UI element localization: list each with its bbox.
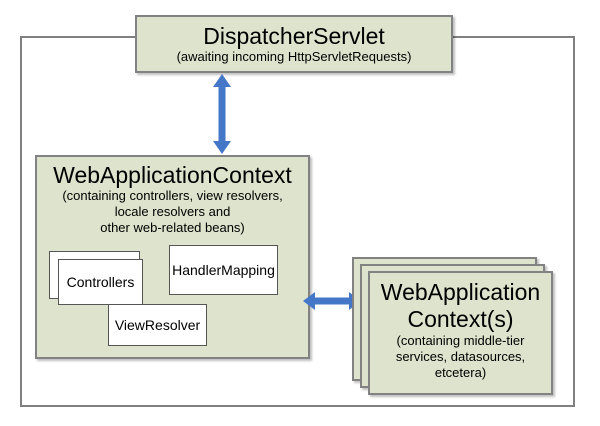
dispatcher-servlet-title: DispatcherServlet xyxy=(203,23,385,49)
dispatcher-servlet-subtitle: (awaiting incoming HttpServletRequests) xyxy=(176,49,412,64)
middle-tier-context-subtitle: (containing middle-tier services, dataso… xyxy=(396,333,525,381)
handler-mapping-box: HandlerMapping xyxy=(169,245,278,295)
subtitle-line: other web-related beans) xyxy=(100,220,245,235)
subtitle-line: (containing controllers, view resolvers, xyxy=(62,188,283,203)
controllers-box: Controllers xyxy=(58,259,143,305)
subtitle-line: (containing middle-tier xyxy=(396,333,525,348)
view-resolver-box: ViewResolver xyxy=(108,304,207,346)
subtitle-line: locale resolvers and xyxy=(114,204,231,219)
controllers-label: Controllers xyxy=(66,274,135,290)
subtitle-line: services, datasources, xyxy=(395,349,526,364)
double-arrow-vertical-icon xyxy=(213,74,231,154)
dispatcher-servlet-box: DispatcherServlet (awaiting incoming Htt… xyxy=(135,15,453,73)
middle-tier-context-title-line: WebApplication xyxy=(380,279,541,305)
double-arrow-horizontal-icon xyxy=(303,292,361,310)
middle-tier-context-title-line: Context(s) xyxy=(407,306,514,332)
view-resolver-label: ViewResolver xyxy=(114,317,201,333)
subtitle-line: etcetera) xyxy=(434,365,487,380)
web-application-context-subtitle: (containing controllers, view resolvers,… xyxy=(37,188,308,236)
middle-tier-context-box: WebApplication Context(s) (containing mi… xyxy=(368,271,553,395)
handler-mapping-label: HandlerMapping xyxy=(172,262,275,278)
web-application-context-title: WebApplicationContext xyxy=(53,162,292,188)
web-application-context-box: WebApplicationContext (containing contro… xyxy=(35,155,310,359)
